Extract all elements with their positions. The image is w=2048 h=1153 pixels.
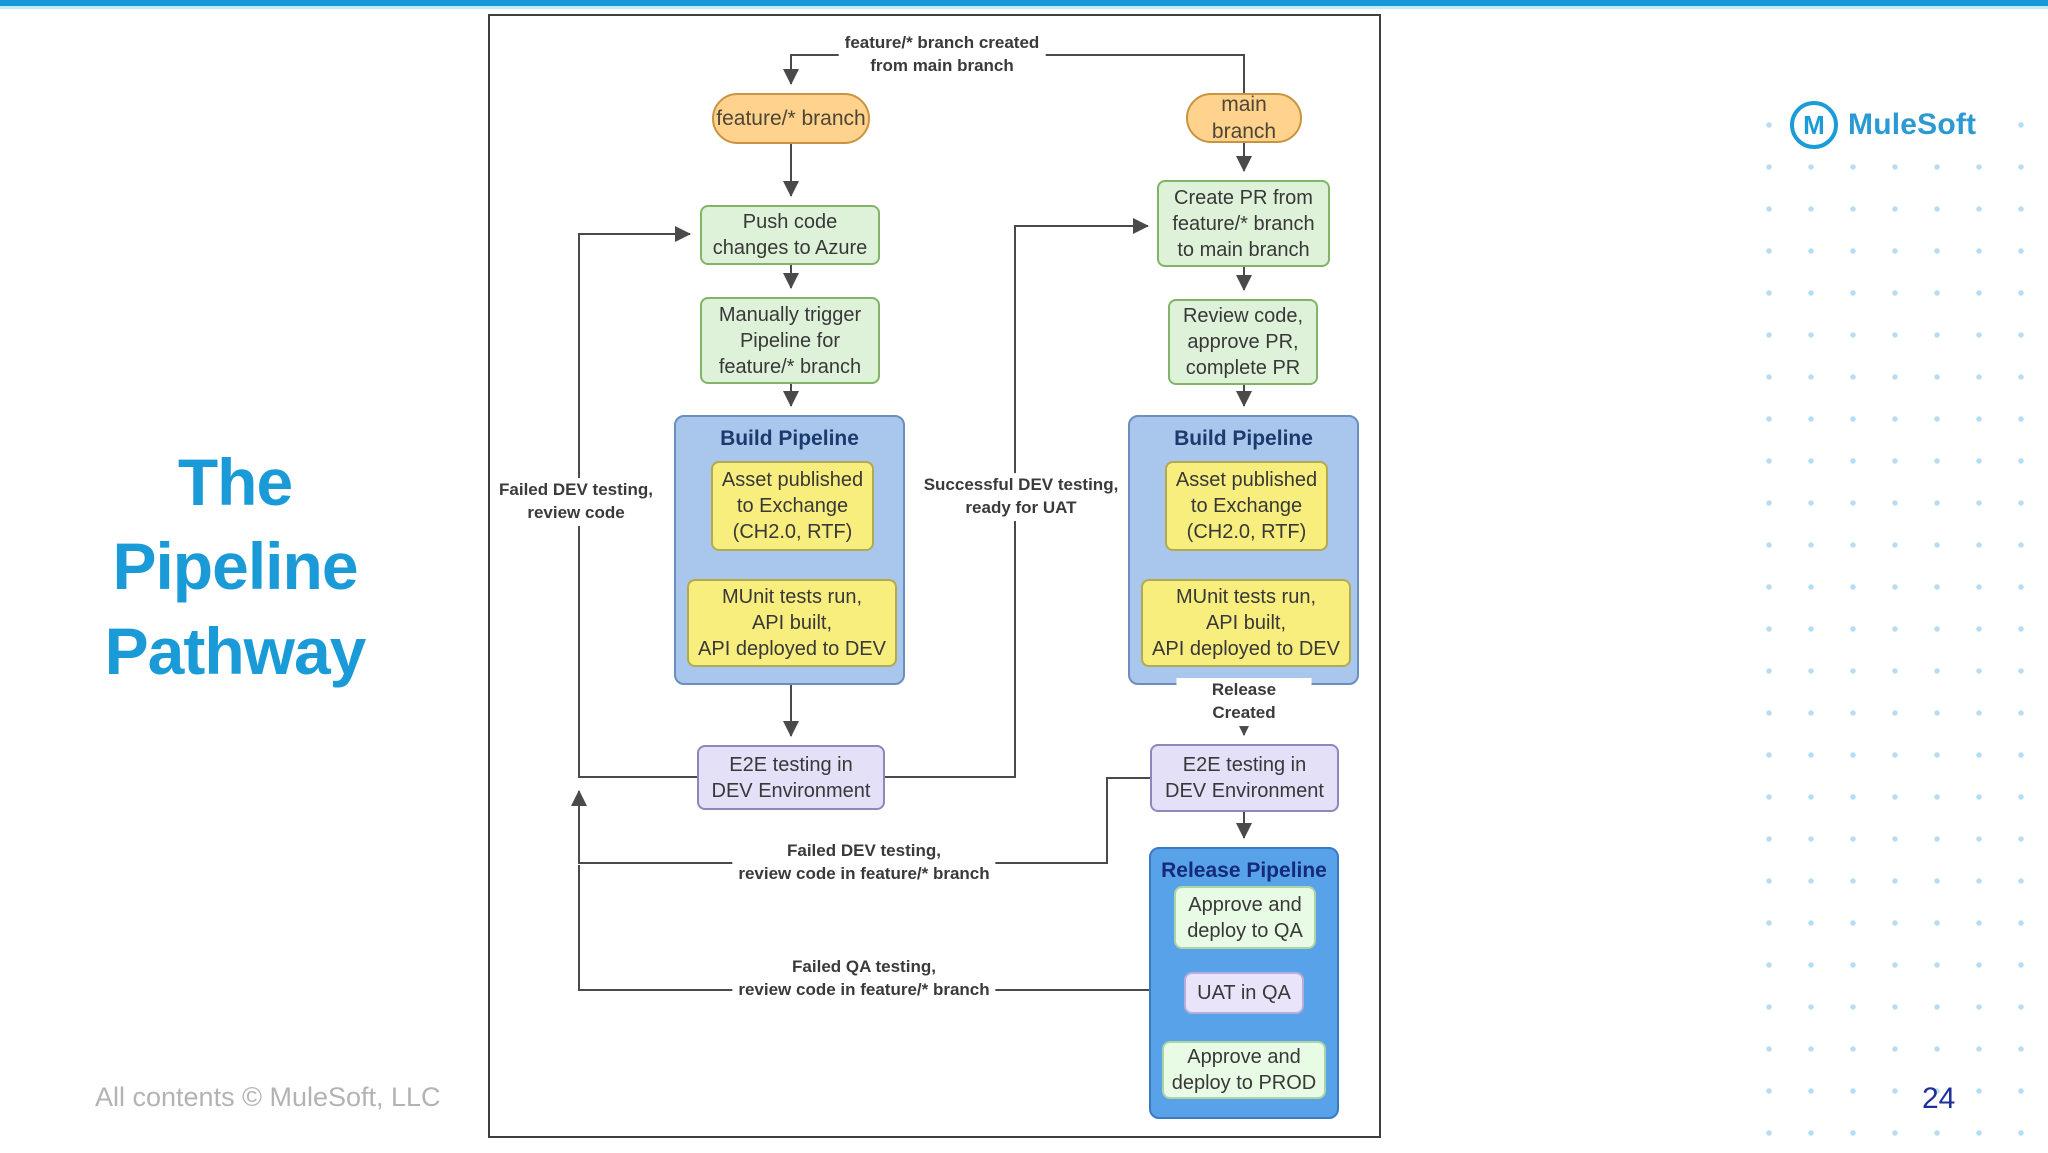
node-approve-deploy-qa: Approve and deploy to QA: [1174, 886, 1316, 949]
node-asset-published-right: Asset published to Exchange (CH2.0, RTF): [1165, 461, 1328, 551]
release-pipeline-title: Release Pipeline: [1161, 859, 1327, 882]
node-munit-tests-right: MUnit tests run, API built, API deployed…: [1141, 579, 1351, 667]
top-accent-bar: [0, 0, 2048, 9]
copyright-text: All contents © MuleSoft, LLC: [95, 1082, 441, 1112]
page-title: The Pipeline Pathway: [55, 440, 415, 693]
node-feature-branch: feature/* branch: [712, 93, 870, 144]
page-title-line-1: The: [177, 445, 293, 519]
label-failed-dev-review: Failed DEV testing, review code: [493, 478, 659, 526]
node-review-code: Review code, approve PR, complete PR: [1168, 299, 1318, 385]
node-push-code: Push code changes to Azure: [700, 205, 880, 265]
node-e2e-testing-right: E2E testing in DEV Environment: [1150, 744, 1339, 812]
container-build-pipeline-left: Build Pipeline Asset published to Exchan…: [674, 415, 905, 685]
label-failed-dev-feature: Failed DEV testing, review code in featu…: [732, 839, 996, 887]
mulesoft-logo-text: MuleSoft: [1848, 108, 1977, 141]
container-build-pipeline-right: Build Pipeline Asset published to Exchan…: [1128, 415, 1359, 685]
dot-pattern-background: [1746, 92, 2048, 1153]
page-title-line-2: Pipeline: [112, 529, 358, 604]
svg-text:M: M: [1803, 110, 1825, 140]
label-successful-dev: Successful DEV testing, ready for UAT: [917, 473, 1125, 521]
node-e2e-testing-left: E2E testing in DEV Environment: [697, 745, 885, 810]
page-title-line-3: Pathway: [104, 613, 367, 688]
node-munit-tests-left: MUnit tests run, API built, API deployed…: [687, 579, 897, 667]
build-pipeline-right-title: Build Pipeline: [1174, 427, 1313, 450]
node-main-branch: main branch: [1186, 93, 1302, 143]
mulesoft-logo-icon: M: [1790, 101, 1838, 149]
label-failed-qa-feature: Failed QA testing, review code in featur…: [732, 955, 996, 1003]
pipeline-flowchart: feature/* branch Push code changes to Az…: [488, 14, 1381, 1138]
container-release-pipeline: Release Pipeline Approve and deploy to Q…: [1149, 847, 1339, 1119]
node-asset-published-left: Asset published to Exchange (CH2.0, RTF): [711, 461, 874, 551]
node-create-pr: Create PR from feature/* branch to main …: [1157, 180, 1330, 267]
page-number: 24: [1922, 1082, 1956, 1115]
node-approve-deploy-prod: Approve and deploy to PROD: [1162, 1041, 1326, 1099]
mulesoft-logo: M MuleSoft: [1783, 98, 1983, 152]
node-manually-trigger: Manually trigger Pipeline for feature/* …: [700, 297, 880, 384]
node-uat-in-qa: UAT in QA: [1184, 972, 1304, 1014]
build-pipeline-left-title: Build Pipeline: [720, 427, 859, 450]
label-branch-created: feature/* branch created from main branc…: [838, 31, 1046, 79]
label-release-created: Release Created: [1176, 678, 1312, 726]
